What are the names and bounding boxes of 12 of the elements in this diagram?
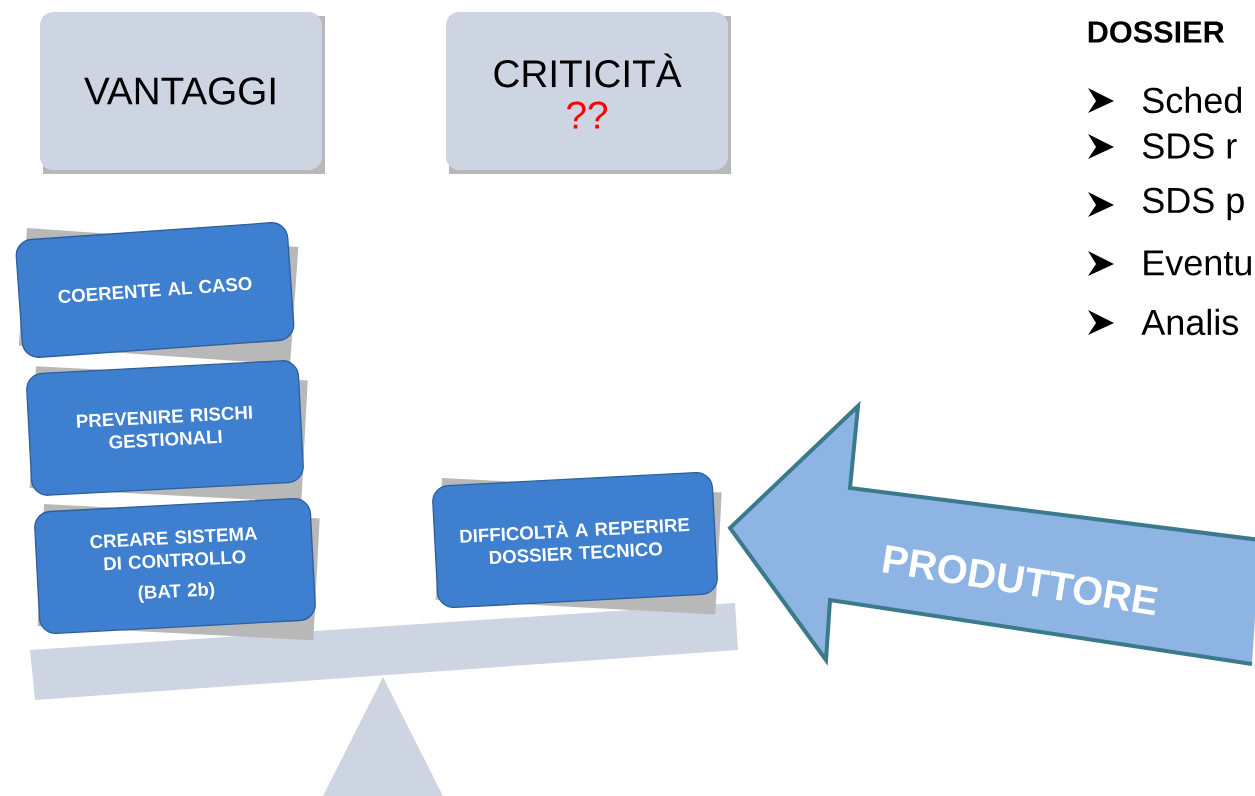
list-item: Analis	[1141, 308, 1238, 336]
list-item: SDS r	[1142, 133, 1237, 159]
list-item: SDS p	[1142, 187, 1244, 221]
heading-box: VANTAGGI	[40, 12, 325, 174]
list-item: Eventu	[1144, 250, 1251, 276]
heading-box: CRITICITÀ ??	[446, 12, 731, 174]
process-box: COERENTE AL CASO	[15, 222, 299, 365]
process-box: PREVENIRE RISCHI GESTIONALI	[26, 360, 308, 503]
list-item: Sched	[1142, 86, 1242, 114]
process-box: DIFFICOLTÀ A REPERIRE DOSSIER TECNICO	[432, 471, 722, 615]
heading: DOSSIER	[1088, 21, 1225, 43]
process-box: CREARE SISTEMA DI CONTROLLO (BAT 2b)	[34, 498, 320, 641]
